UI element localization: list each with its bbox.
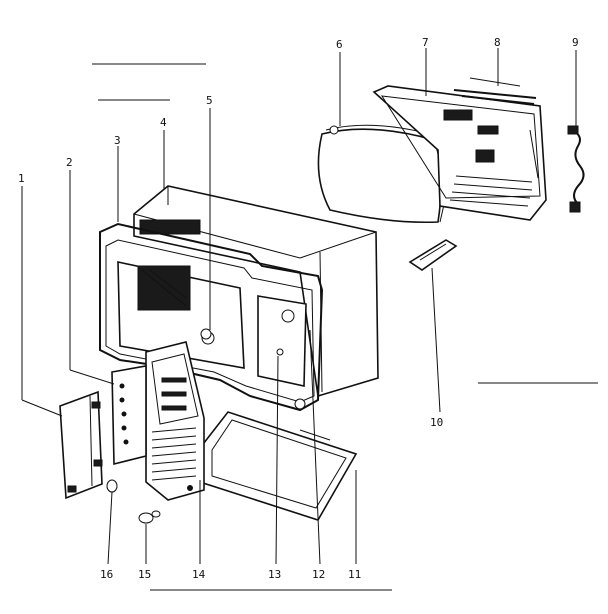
callout-3: 3 xyxy=(114,134,121,147)
callout-1: 1 xyxy=(18,172,25,185)
callout-12: 12 xyxy=(312,568,325,581)
part-15-knob xyxy=(138,510,161,524)
scan-marks xyxy=(92,63,598,591)
part-3-front-bezel xyxy=(99,222,324,412)
part-7-back-cover xyxy=(372,85,547,221)
part-11-base xyxy=(199,411,358,521)
callout-6: 6 xyxy=(336,38,343,51)
part-13-fastener xyxy=(276,348,284,356)
callout-7: 7 xyxy=(422,36,429,49)
callout-13: 13 xyxy=(268,568,281,581)
part-8-rods xyxy=(453,77,537,105)
callout-labels: 1 2 3 4 5 6 7 8 9 10 11 12 13 14 15 16 xyxy=(18,36,579,581)
part-4-cabinet xyxy=(133,185,379,398)
callout-14: 14 xyxy=(192,568,206,581)
part-9-power-cord xyxy=(567,125,585,213)
part-14-control-panel xyxy=(145,341,205,501)
callout-4: 4 xyxy=(160,116,167,129)
callout-2: 2 xyxy=(66,156,73,169)
part-5-screw xyxy=(200,328,212,340)
callout-11: 11 xyxy=(348,568,361,581)
part-16-knob xyxy=(106,479,118,493)
part-1-side-bracket xyxy=(59,390,103,500)
callout-15: 15 xyxy=(138,568,151,581)
callout-5: 5 xyxy=(206,94,213,107)
part-2-panel-plate xyxy=(111,365,147,466)
callout-9: 9 xyxy=(572,36,579,49)
leader-lines xyxy=(21,48,577,565)
callout-8: 8 xyxy=(494,36,501,49)
callout-16: 16 xyxy=(100,568,113,581)
part-10-bracket xyxy=(408,239,458,271)
callout-10: 10 xyxy=(430,416,443,429)
